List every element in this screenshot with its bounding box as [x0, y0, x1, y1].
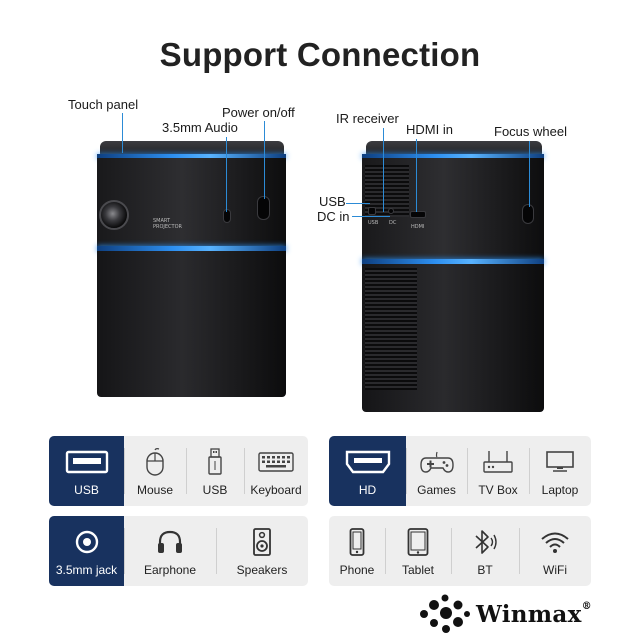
lower-vent-grille	[365, 268, 417, 390]
hdmi-port	[410, 211, 426, 218]
winmax-logo-icon	[420, 594, 470, 633]
back-print-hdmi: HDMI	[411, 224, 425, 230]
back-print-usb: USB	[368, 220, 379, 226]
audio-jack-icon	[75, 530, 98, 554]
leader-hdmi-in	[416, 139, 417, 212]
back-top-light-strip	[362, 154, 544, 158]
gamepad-icon	[419, 451, 454, 473]
usb-stick-icon	[208, 448, 222, 475]
front-print-line2: PROJECTOR	[153, 224, 183, 230]
panel-cell-mouse: Mouse	[124, 436, 186, 506]
dc-port	[388, 208, 394, 214]
leader-usb	[346, 203, 370, 204]
laptop-icon	[546, 451, 574, 472]
hd-connection-panel: HD Games TV Box	[329, 436, 591, 506]
headphone-icon	[158, 530, 182, 553]
leader-touch-panel	[122, 113, 123, 153]
top-light-strip	[97, 154, 286, 158]
leader-ir-receiver	[383, 128, 384, 212]
usb-connection-panel: USB Mouse USB	[49, 436, 308, 506]
leader-power	[264, 121, 265, 199]
lens-icon	[99, 200, 129, 230]
front-print-line1: SMART	[153, 218, 171, 224]
panel-cell-tv-box: TV Box	[467, 436, 529, 506]
leader-audio	[226, 137, 227, 212]
back-middle-light-strip	[362, 259, 544, 264]
back-print-dc: DC	[389, 220, 397, 226]
audio-port	[223, 209, 231, 223]
callout-focus-wheel: Focus wheel	[494, 124, 567, 139]
panel-cell-games: Games	[406, 436, 467, 506]
panel-cell-audio-jack: 3.5mm jack	[49, 516, 124, 586]
panel-cell-tablet: Tablet	[385, 516, 451, 586]
panel-cell-speakers: Speakers	[216, 516, 308, 586]
panel-cell-earphone: Earphone	[124, 516, 216, 586]
projector-upper-body	[97, 158, 286, 248]
brand-logo: Winmax®	[418, 594, 592, 634]
focus-wheel	[522, 204, 534, 224]
panel-cell-hdmi-port: HD	[329, 436, 406, 506]
wireless-connection-panel: Phone Tablet BT	[329, 516, 591, 586]
projector-lower-body	[97, 251, 286, 397]
brand-name: Winmax®	[476, 600, 592, 628]
wifi-icon	[541, 532, 569, 553]
audio-connection-panel: 3.5mm jack Earphone Speakers	[49, 516, 308, 586]
tablet-icon	[407, 528, 429, 556]
callout-hdmi-in: HDMI in	[406, 122, 453, 137]
power-button	[257, 196, 270, 220]
panel-cell-phone: Phone	[329, 516, 385, 586]
panel-cell-wifi: WiFi	[519, 516, 591, 586]
bluetooth-icon	[475, 530, 497, 554]
panel-cell-laptop: Laptop	[529, 436, 591, 506]
leader-dc-in	[352, 216, 390, 217]
hdmi-port-icon	[345, 450, 390, 474]
page-title: Support Connection	[159, 36, 481, 73]
speaker-icon	[253, 528, 271, 556]
panel-cell-keyboard: Keyboard	[244, 436, 308, 506]
callout-audio: 3.5mm Audio	[162, 120, 238, 135]
tv-box-icon	[483, 451, 513, 473]
panel-cell-usb-port: USB	[49, 436, 124, 506]
mouse-icon	[146, 448, 164, 476]
registered-mark: ®	[581, 600, 592, 612]
panel-cell-usb-stick: USB	[186, 436, 244, 506]
callout-power: Power on/off	[222, 105, 295, 120]
middle-light-strip	[97, 246, 286, 251]
keyboard-icon	[258, 452, 294, 472]
phone-icon	[349, 528, 365, 556]
panel-cell-bt: BT	[451, 516, 519, 586]
callout-touch-panel: Touch panel	[68, 97, 139, 112]
usb-port	[368, 207, 376, 215]
callout-dc-in: DC in	[317, 209, 350, 224]
usb-port-icon	[65, 450, 108, 474]
callout-ir-receiver: IR receiver	[336, 111, 399, 126]
leader-focus-wheel	[529, 141, 530, 207]
callout-usb: USB	[319, 194, 346, 209]
